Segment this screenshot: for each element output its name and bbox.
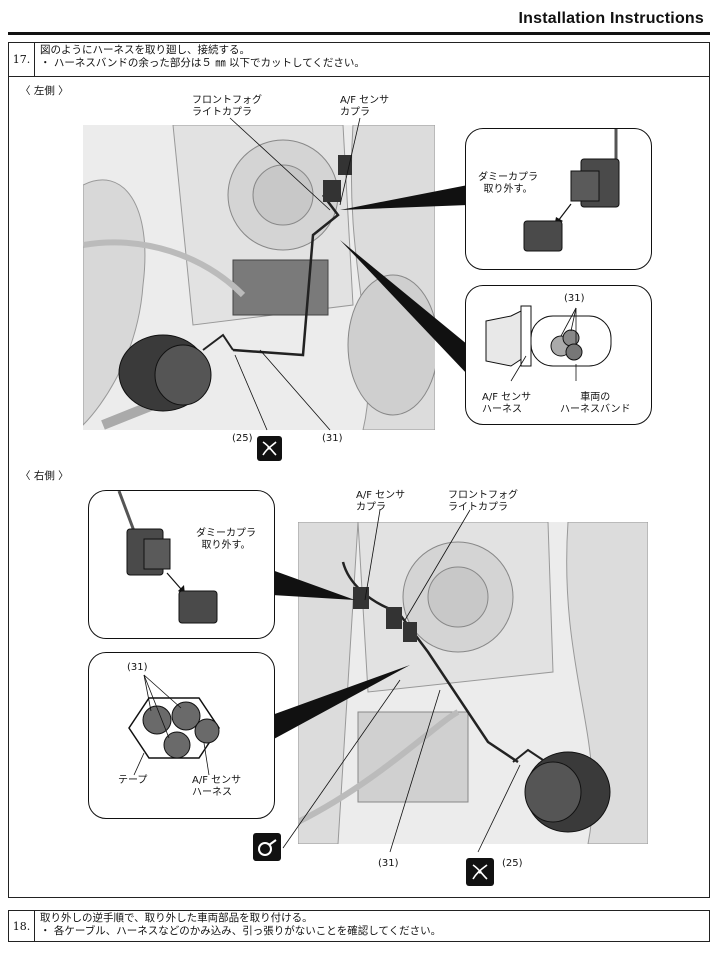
right-engine-illustration bbox=[298, 522, 648, 844]
step-18-line1: 取り外しの逆手順で、取り外した車両部品を取り付ける。 bbox=[40, 912, 313, 924]
right-inset2-callout-31: (31) bbox=[127, 662, 148, 673]
right-inset2-af-harness: A/F センサ ハーネス bbox=[192, 775, 242, 798]
left-side-heading: 〈 左側 〉 bbox=[20, 85, 69, 97]
step-18-row: 18. 取り外しの逆手順で、取り外した車両部品を取り付ける。 ・ 各ケーブル、ハ… bbox=[8, 910, 710, 942]
right-inset-tape-bundle bbox=[88, 652, 275, 819]
left-inset2-callout-31: (31) bbox=[564, 293, 585, 304]
page-header-title: Installation Instructions bbox=[518, 10, 704, 27]
left-inset2-af-harness: A/F センサ ハーネス bbox=[482, 392, 532, 415]
right-inset2-tape: テープ bbox=[118, 775, 148, 786]
step-17-text: 図のようにハーネスを取り廻し、接続する。 ・ ハーネスバンドの余った部分は５ ㎜… bbox=[40, 44, 705, 70]
step-17-number: 17. bbox=[9, 43, 35, 76]
left-inset2-vehicle-band: 車両の ハーネスバンド bbox=[560, 392, 631, 415]
right-label-af-coupler: A/F センサ カプラ bbox=[356, 490, 406, 513]
nipper-tool-icon-left bbox=[257, 436, 282, 461]
left-callout-25: (25) bbox=[232, 433, 253, 444]
right-side-heading: 〈 右側 〉 bbox=[20, 470, 69, 482]
step-17-figure-area bbox=[8, 76, 710, 898]
left-inset-harness-band bbox=[465, 285, 652, 425]
left-label-af-coupler: A/F センサ カプラ bbox=[340, 95, 390, 118]
step-17-line1: 図のようにハーネスを取り廻し、接続する。 bbox=[40, 44, 250, 56]
step-18-line2: ・ 各ケーブル、ハーネスなどのかみ込み、引っ張りがないことを確認してください。 bbox=[40, 925, 442, 937]
header-rule bbox=[8, 32, 710, 35]
right-inset-dummy-coupler bbox=[88, 490, 275, 639]
step-18-number: 18. bbox=[9, 911, 35, 941]
right-inset1-label: ダミーカプラ 取り外す。 bbox=[196, 528, 256, 551]
right-callout-31: (31) bbox=[378, 858, 399, 869]
step-18-text: 取り外しの逆手順で、取り外した車両部品を取り付ける。 ・ 各ケーブル、ハーネスな… bbox=[40, 912, 705, 938]
left-callout-31: (31) bbox=[322, 433, 343, 444]
taping-tool-icon bbox=[253, 833, 281, 861]
step-17-line2: ・ ハーネスバンドの余った部分は５ ㎜ 以下でカットしてください。 bbox=[40, 57, 365, 69]
nipper-tool-icon-right bbox=[466, 858, 494, 886]
left-inset1-label: ダミーカプラ 取り外す。 bbox=[478, 172, 538, 195]
step-17-row: 17. 図のようにハーネスを取り廻し、接続する。 ・ ハーネスバンドの余った部分… bbox=[8, 42, 710, 77]
right-callout-25: (25) bbox=[502, 858, 523, 869]
left-engine-illustration bbox=[83, 125, 435, 430]
left-inset-dummy-coupler bbox=[465, 128, 652, 270]
left-label-fog-coupler: フロントフォグ ライトカプラ bbox=[192, 95, 262, 118]
right-label-fog-coupler: フロントフォグ ライトカプラ bbox=[448, 490, 518, 513]
